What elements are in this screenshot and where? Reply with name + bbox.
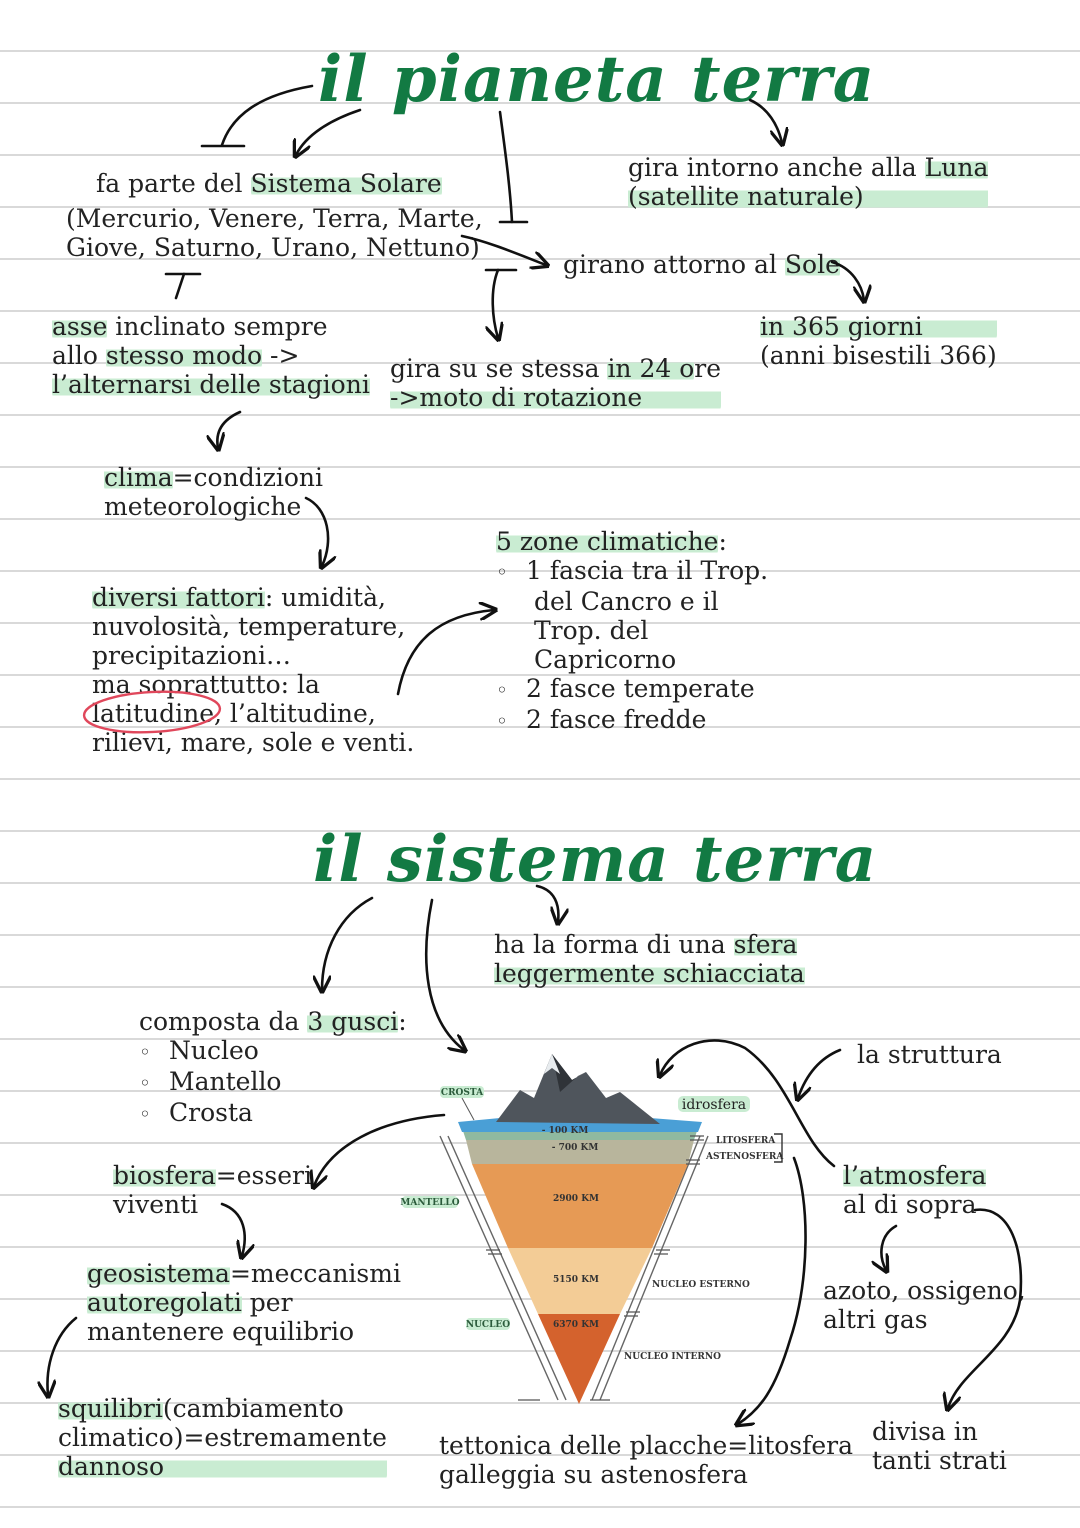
label-astenosfera: ASTENOSFERA <box>705 1152 784 1162</box>
arrow <box>322 896 374 990</box>
depth-2900: 2900 KM <box>553 1194 599 1204</box>
tettonica-text: tettonica delle placche=litosfera galleg… <box>439 1431 854 1489</box>
arrow <box>47 1316 78 1395</box>
arrow <box>460 234 546 265</box>
giorni-text: in 365 giorni (anni bisestili 366) <box>760 312 997 370</box>
sistema-solare-text: fa parte del Sistema Solare <box>96 169 442 198</box>
latitudine-circle <box>82 690 222 734</box>
arrow <box>220 1202 245 1256</box>
arrow <box>174 272 186 300</box>
title-sistema-terra: il sistema terra <box>313 822 878 897</box>
gusci-text: composta da 3 gusci: Nucleo Mantello Cro… <box>139 1007 407 1129</box>
arrow <box>220 84 314 147</box>
depth-100: - 100 KM <box>542 1126 589 1136</box>
gas-text: azoto, ossigeno, altri gas <box>823 1276 1026 1334</box>
label-mantello: MANTELLO <box>400 1198 459 1208</box>
luna-text: gira intorno anche alla Luna (satellite … <box>628 153 989 211</box>
arrow <box>748 98 782 143</box>
label-crosta: CROSTA <box>441 1088 484 1098</box>
label-nucleo-esterno: NUCLEO ESTERNO <box>652 1280 750 1290</box>
asse-text: asse inclinato sempre allo stesso modo -… <box>52 312 370 399</box>
title-pianeta-terra: il pianeta terra <box>318 42 876 117</box>
squilibri-text: squilibri(cambiamento climatico)=estrema… <box>58 1394 387 1481</box>
layer-asthenosphere <box>466 1140 694 1164</box>
label-nucleo-interno: NUCLEO INTERNO <box>624 1352 721 1362</box>
biosfera-text: biosfera=esseri viventi <box>113 1161 312 1219</box>
fattori-text: diversi fattori: umidità, nuvolosità, te… <box>92 583 415 757</box>
arrow <box>798 1048 842 1098</box>
mountain-shade <box>552 1054 586 1092</box>
snow-cap <box>544 1054 560 1074</box>
arrow <box>493 268 498 338</box>
layer-mantle <box>472 1164 688 1248</box>
guscio-item: Mantello <box>139 1067 407 1098</box>
arrow <box>217 410 242 448</box>
arrow <box>881 1224 898 1270</box>
arrow <box>314 1113 446 1186</box>
depth-700: - 700 KM <box>552 1143 599 1153</box>
clima-text: clima=condizioni meteorologiche <box>104 463 324 521</box>
latitudine-circled: latitudine <box>92 699 214 728</box>
strati-text: divisa in tanti strati <box>872 1417 1007 1475</box>
arrow <box>498 110 514 224</box>
label-litosfera: LITOSFERA <box>716 1136 776 1146</box>
arrow <box>660 1039 836 1168</box>
pianeti-list: (Mercurio, Venere, Terra, Marte, Giove, … <box>66 204 483 262</box>
depth-5150: 5150 KM <box>553 1275 599 1285</box>
struttura-text: la struttura <box>857 1040 1002 1069</box>
mountain <box>496 1054 660 1124</box>
guscio-item: Crosta <box>139 1098 407 1129</box>
arrow <box>424 898 464 1050</box>
zone-climatiche-text: 5 zone climatiche: 1 fascia tra il Trop.… <box>496 527 768 736</box>
arrow <box>738 1156 807 1424</box>
arrow <box>535 884 558 922</box>
sole-text: girano attorno al Sole <box>563 250 840 279</box>
depth-6370: 6370 KM <box>553 1320 599 1330</box>
arrow <box>948 1208 1023 1408</box>
arrow <box>296 108 362 155</box>
label-nucleo: NUCLEO <box>466 1320 510 1330</box>
arrow <box>396 610 494 696</box>
arrow <box>830 260 864 300</box>
layer-inner-core <box>538 1314 620 1404</box>
layer-guides <box>439 1135 709 1401</box>
geosistema-text: geosistema=meccanismi autoregolati per m… <box>87 1259 401 1346</box>
layer-outer-core <box>508 1248 652 1314</box>
arrow <box>304 496 328 566</box>
rotazione-text: gira su se stessa in 24 ore ->moto di ro… <box>390 354 722 412</box>
depth-ticks <box>486 1135 704 1401</box>
guscio-item: Nucleo <box>139 1036 407 1067</box>
sfera-text: ha la forma di una sfera leggermente sch… <box>494 930 805 988</box>
label-idrosfera: idrosfera <box>682 1097 746 1113</box>
earth-layers-diagram: - 100 KM - 700 KM 2900 KM 5150 KM 6370 K… <box>400 1054 784 1404</box>
atmosfera-text: l’atmosfera al di sopra <box>843 1161 987 1219</box>
